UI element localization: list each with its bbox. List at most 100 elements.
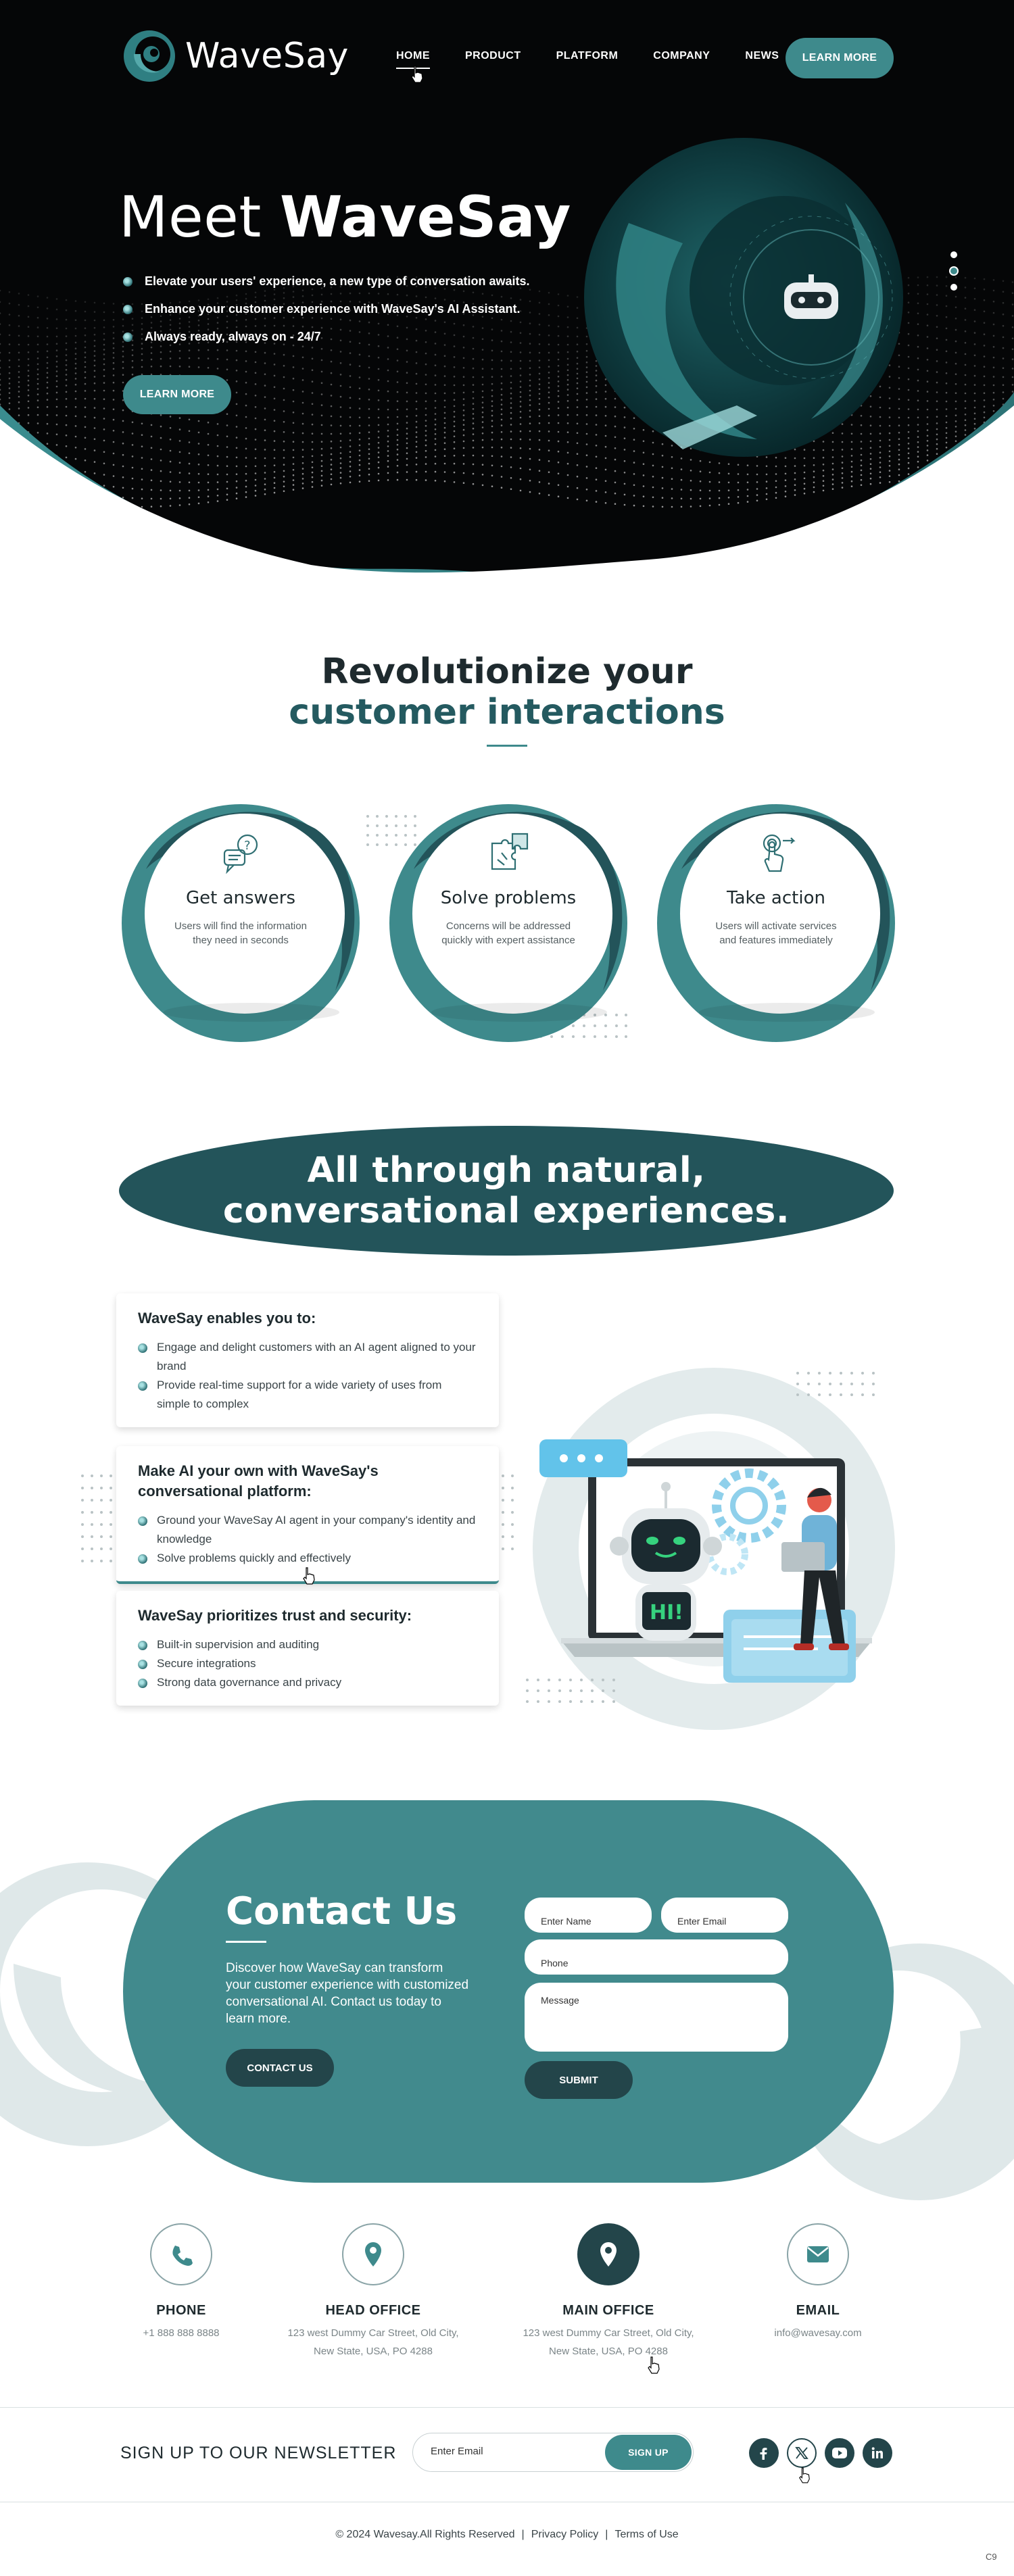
info-title: PHONE — [156, 2303, 206, 2318]
newsletter-signup-button[interactable]: SIGN UP — [605, 2435, 692, 2470]
feature-list: Ground your WaveSay AI agent in your com… — [138, 1511, 477, 1568]
info-text: 123 west Dummy Car Street, Old City, New… — [279, 2324, 468, 2360]
feature-list: Engage and delight customers with an AI … — [138, 1338, 477, 1414]
robot-laptop-illustration: HI! — [526, 1368, 895, 1730]
feature-item: Engage and delight customers with an AI … — [138, 1338, 477, 1376]
slider-dot-active[interactable] — [950, 268, 957, 274]
header-learn-more-button[interactable]: LEARN MORE — [786, 38, 894, 78]
name-field[interactable] — [525, 1898, 652, 1933]
info-text: 123 west Dummy Car Street, Old City, New… — [514, 2324, 703, 2360]
divider — [0, 2407, 1014, 2408]
feature-card-get-answers: ? Get answers Users will find the inform… — [119, 795, 362, 1051]
feature-item: Built-in supervision and auditing — [138, 1635, 477, 1654]
hero-bullet: Enhance your customer experience with Wa… — [123, 302, 530, 316]
hero-bullet: Always ready, always on - 24/7 — [123, 330, 530, 344]
wave-logo-icon — [124, 30, 175, 82]
feature-item: Provide real-time support for a wide var… — [138, 1376, 477, 1414]
feature-item: Secure integrations — [138, 1654, 477, 1673]
map-pin-icon — [365, 2242, 381, 2267]
hero-learn-more-button[interactable]: LEARN MORE — [123, 375, 231, 414]
hero-title-brand: WaveSay — [279, 184, 571, 250]
x-glyph — [795, 2447, 808, 2459]
nav-news[interactable]: NEWS — [745, 50, 779, 61]
separator: | — [521, 2529, 525, 2540]
feature-card-solve-problems: Solve problems Concerns will be addresse… — [387, 795, 630, 1051]
hand-cursor-icon — [303, 1567, 315, 1585]
info-text[interactable]: +1 888 888 8888 — [143, 2327, 220, 2339]
info-line: New State, USA, PO 4288 — [314, 2346, 433, 2357]
feature-title: Make AI your own with WaveSay's conversa… — [138, 1462, 379, 1500]
feature-title: WaveSay enables you to: — [138, 1310, 316, 1327]
contact-us-button[interactable]: CONTACT US — [226, 2049, 334, 2087]
bullet-swirl-icon — [123, 276, 132, 287]
contact-description: Discover how WaveSay can transform your … — [226, 1961, 469, 2026]
info-title: HEAD OFFICE — [325, 2303, 421, 2318]
phone-field[interactable] — [525, 1939, 788, 1975]
email-field[interactable] — [661, 1898, 788, 1933]
card-title: Take action — [727, 888, 825, 908]
hand-cursor-icon — [799, 2467, 810, 2483]
feature-title: WaveSay prioritizes trust and security: — [138, 1607, 412, 1624]
feature-card-take-action: Take action Users will activate services… — [654, 795, 898, 1051]
facebook-glyph — [760, 2448, 767, 2460]
privacy-policy-link[interactable]: Privacy Policy — [531, 2529, 599, 2540]
x-icon[interactable] — [787, 2438, 817, 2468]
bullet-swirl-icon — [123, 332, 132, 342]
nav-platform[interactable]: PLATFORM — [556, 50, 619, 61]
info-line: 123 west Dummy Car Street, Old City, — [287, 2327, 459, 2339]
info-line: New State, USA, PO 4288 — [549, 2346, 668, 2357]
card-title: Solve problems — [440, 888, 577, 908]
hero-teal-wave — [0, 138, 1014, 581]
question-chat-icon: ? — [223, 834, 258, 874]
hero-bullet-list: Elevate your users' experience, a new ty… — [123, 274, 530, 357]
info-title: MAIN OFFICE — [562, 2303, 654, 2318]
feature-box-trust[interactable]: WaveSay prioritizes trust and security: … — [116, 1591, 499, 1706]
touch-action-icon — [763, 834, 796, 872]
hero-bullet-text: Elevate your users' experience, a new ty… — [145, 274, 530, 288]
svg-text:?: ? — [244, 839, 251, 853]
feature-box-enables[interactable]: WaveSay enables you to: Engage and delig… — [116, 1293, 499, 1427]
hero-title-prefix: Meet — [119, 184, 262, 250]
card-text: Concerns will be addressed quickly with … — [441, 920, 575, 946]
dot-grid-decoration — [366, 815, 416, 846]
linkedin-icon[interactable] — [863, 2438, 892, 2468]
hero-title: Meet WaveSay — [119, 184, 571, 250]
dot-grid-decoration — [81, 1475, 112, 1562]
section-title-line1: Revolutionize your — [321, 651, 693, 692]
bullet-swirl-icon — [123, 304, 132, 314]
hero-slider-dots — [950, 251, 957, 291]
terms-of-use-link[interactable]: Terms of Use — [614, 2529, 679, 2540]
slider-dot[interactable] — [950, 251, 957, 258]
info-icon-circle — [150, 2223, 212, 2285]
brand-logo[interactable]: WaveSay — [120, 27, 349, 85]
message-field[interactable] — [525, 1983, 788, 2052]
info-line: 123 west Dummy Car Street, Old City, — [523, 2327, 694, 2339]
facebook-icon[interactable] — [749, 2438, 779, 2468]
nav-home[interactable]: HOME — [396, 50, 430, 69]
hero-bullet: Elevate your users' experience, a new ty… — [123, 274, 530, 289]
newsletter-form: SIGN UP — [412, 2433, 694, 2472]
newsletter-email-input[interactable] — [431, 2446, 593, 2457]
hand-cursor-icon — [411, 66, 423, 83]
submit-button[interactable]: SUBMIT — [525, 2061, 633, 2099]
hero-section: WaveSay HOME PRODUCT PLATFORM COMPANY NE… — [0, 0, 1014, 581]
corner-mark: C9 — [986, 2552, 997, 2562]
copyright-text: © 2024 Wavesay.All Rights Reserved — [335, 2529, 515, 2540]
youtube-icon[interactable] — [825, 2438, 854, 2468]
feature-item: Strong data governance and privacy — [138, 1673, 477, 1692]
card-text: Users will find the information they nee… — [174, 920, 307, 946]
separator: | — [605, 2529, 608, 2540]
nav-company[interactable]: COMPANY — [653, 50, 710, 61]
main-nav: HOME PRODUCT PLATFORM COMPANY NEWS — [396, 50, 779, 69]
phone-icon — [172, 2246, 193, 2266]
contact-title-underline — [226, 1941, 266, 1943]
slider-dot[interactable] — [950, 284, 957, 291]
feature-list: Built-in supervision and auditing Secure… — [138, 1635, 477, 1692]
nav-product[interactable]: PRODUCT — [465, 50, 521, 61]
feature-box-platform[interactable]: Make AI your own with WaveSay's conversa… — [116, 1446, 499, 1584]
info-text[interactable]: info@wavesay.com — [774, 2327, 862, 2339]
mail-icon — [807, 2246, 829, 2262]
info-email: EMAIL info@wavesay.com — [723, 2223, 913, 2342]
footer: © 2024 Wavesay.All Rights Reserved | Priva… — [0, 2529, 1014, 2541]
section-title-line2: customer interactions — [289, 692, 725, 733]
